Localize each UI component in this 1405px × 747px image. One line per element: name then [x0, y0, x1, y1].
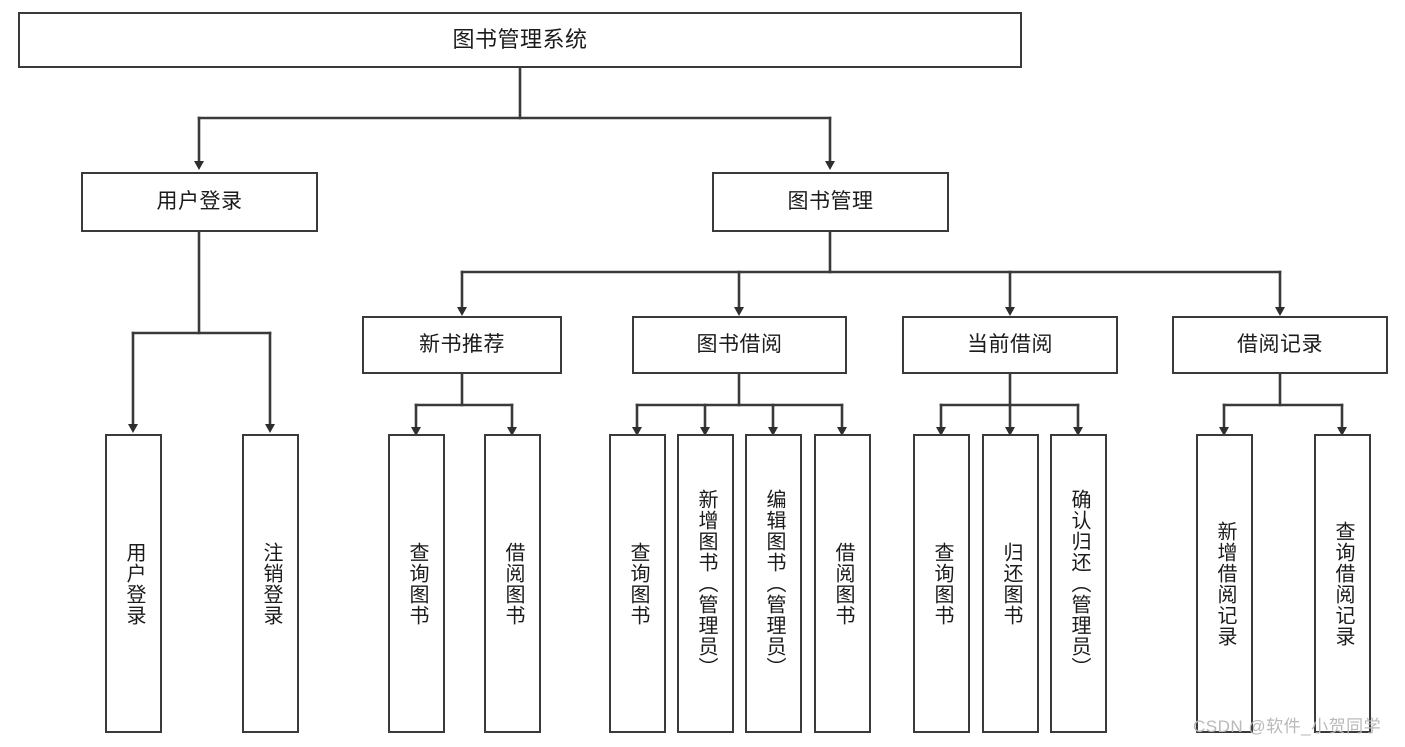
node-label: 编辑图书（管理员）	[763, 489, 785, 678]
node-label: 图书管理系统	[452, 27, 588, 53]
node-current-borrow[interactable]: 当前借阅	[902, 316, 1118, 374]
node-label: 借阅图书	[832, 541, 854, 626]
leaf-user-logout[interactable]: 注销登录	[242, 434, 299, 733]
node-label: 图书管理	[787, 189, 874, 213]
node-label: 用户登录	[156, 189, 243, 213]
node-borrow-record[interactable]: 借阅记录	[1172, 316, 1388, 374]
node-root-system[interactable]: 图书管理系统	[18, 12, 1022, 68]
node-label: 查询借阅记录	[1332, 520, 1354, 647]
leaf-borrow-book-recommend[interactable]: 借阅图书	[484, 434, 541, 733]
node-book-borrow[interactable]: 图书借阅	[632, 316, 847, 374]
node-label: 新书推荐	[419, 332, 505, 356]
leaf-query-book-recommend[interactable]: 查询图书	[388, 434, 445, 733]
leaf-query-borrow-record[interactable]: 查询借阅记录	[1314, 434, 1371, 733]
node-user-login[interactable]: 用户登录	[81, 172, 318, 232]
node-label: 注销登录	[260, 541, 282, 626]
node-label: 查询图书	[931, 541, 953, 626]
node-label: 查询图书	[627, 541, 649, 626]
leaf-query-book-current[interactable]: 查询图书	[913, 434, 970, 733]
leaf-return-book[interactable]: 归还图书	[982, 434, 1039, 733]
node-label: 图书借阅	[696, 332, 783, 356]
node-label: 查询图书	[406, 541, 428, 626]
node-label: 新增借阅记录	[1214, 520, 1236, 647]
leaf-borrow-book[interactable]: 借阅图书	[814, 434, 871, 733]
node-label: 用户登录	[123, 541, 145, 626]
leaf-add-book-admin[interactable]: 新增图书（管理员）	[677, 434, 734, 733]
node-new-book-recommend[interactable]: 新书推荐	[362, 316, 562, 374]
leaf-query-book-borrow[interactable]: 查询图书	[609, 434, 666, 733]
leaf-confirm-return-admin[interactable]: 确认归还（管理员）	[1050, 434, 1107, 733]
leaf-user-login[interactable]: 用户登录	[105, 434, 162, 733]
leaf-add-borrow-record[interactable]: 新增借阅记录	[1196, 434, 1253, 733]
csdn-watermark: CSDN @软件_小贺同学	[1193, 717, 1382, 736]
node-label: 确认归还（管理员）	[1068, 489, 1090, 678]
node-label: 当前借阅	[967, 332, 1053, 356]
node-label: 借阅记录	[1237, 332, 1323, 356]
node-book-management[interactable]: 图书管理	[712, 172, 949, 232]
node-label: 借阅图书	[502, 541, 524, 626]
node-label: 新增图书（管理员）	[695, 489, 717, 678]
node-label: 归还图书	[1000, 541, 1022, 626]
leaf-edit-book-admin[interactable]: 编辑图书（管理员）	[745, 434, 802, 733]
